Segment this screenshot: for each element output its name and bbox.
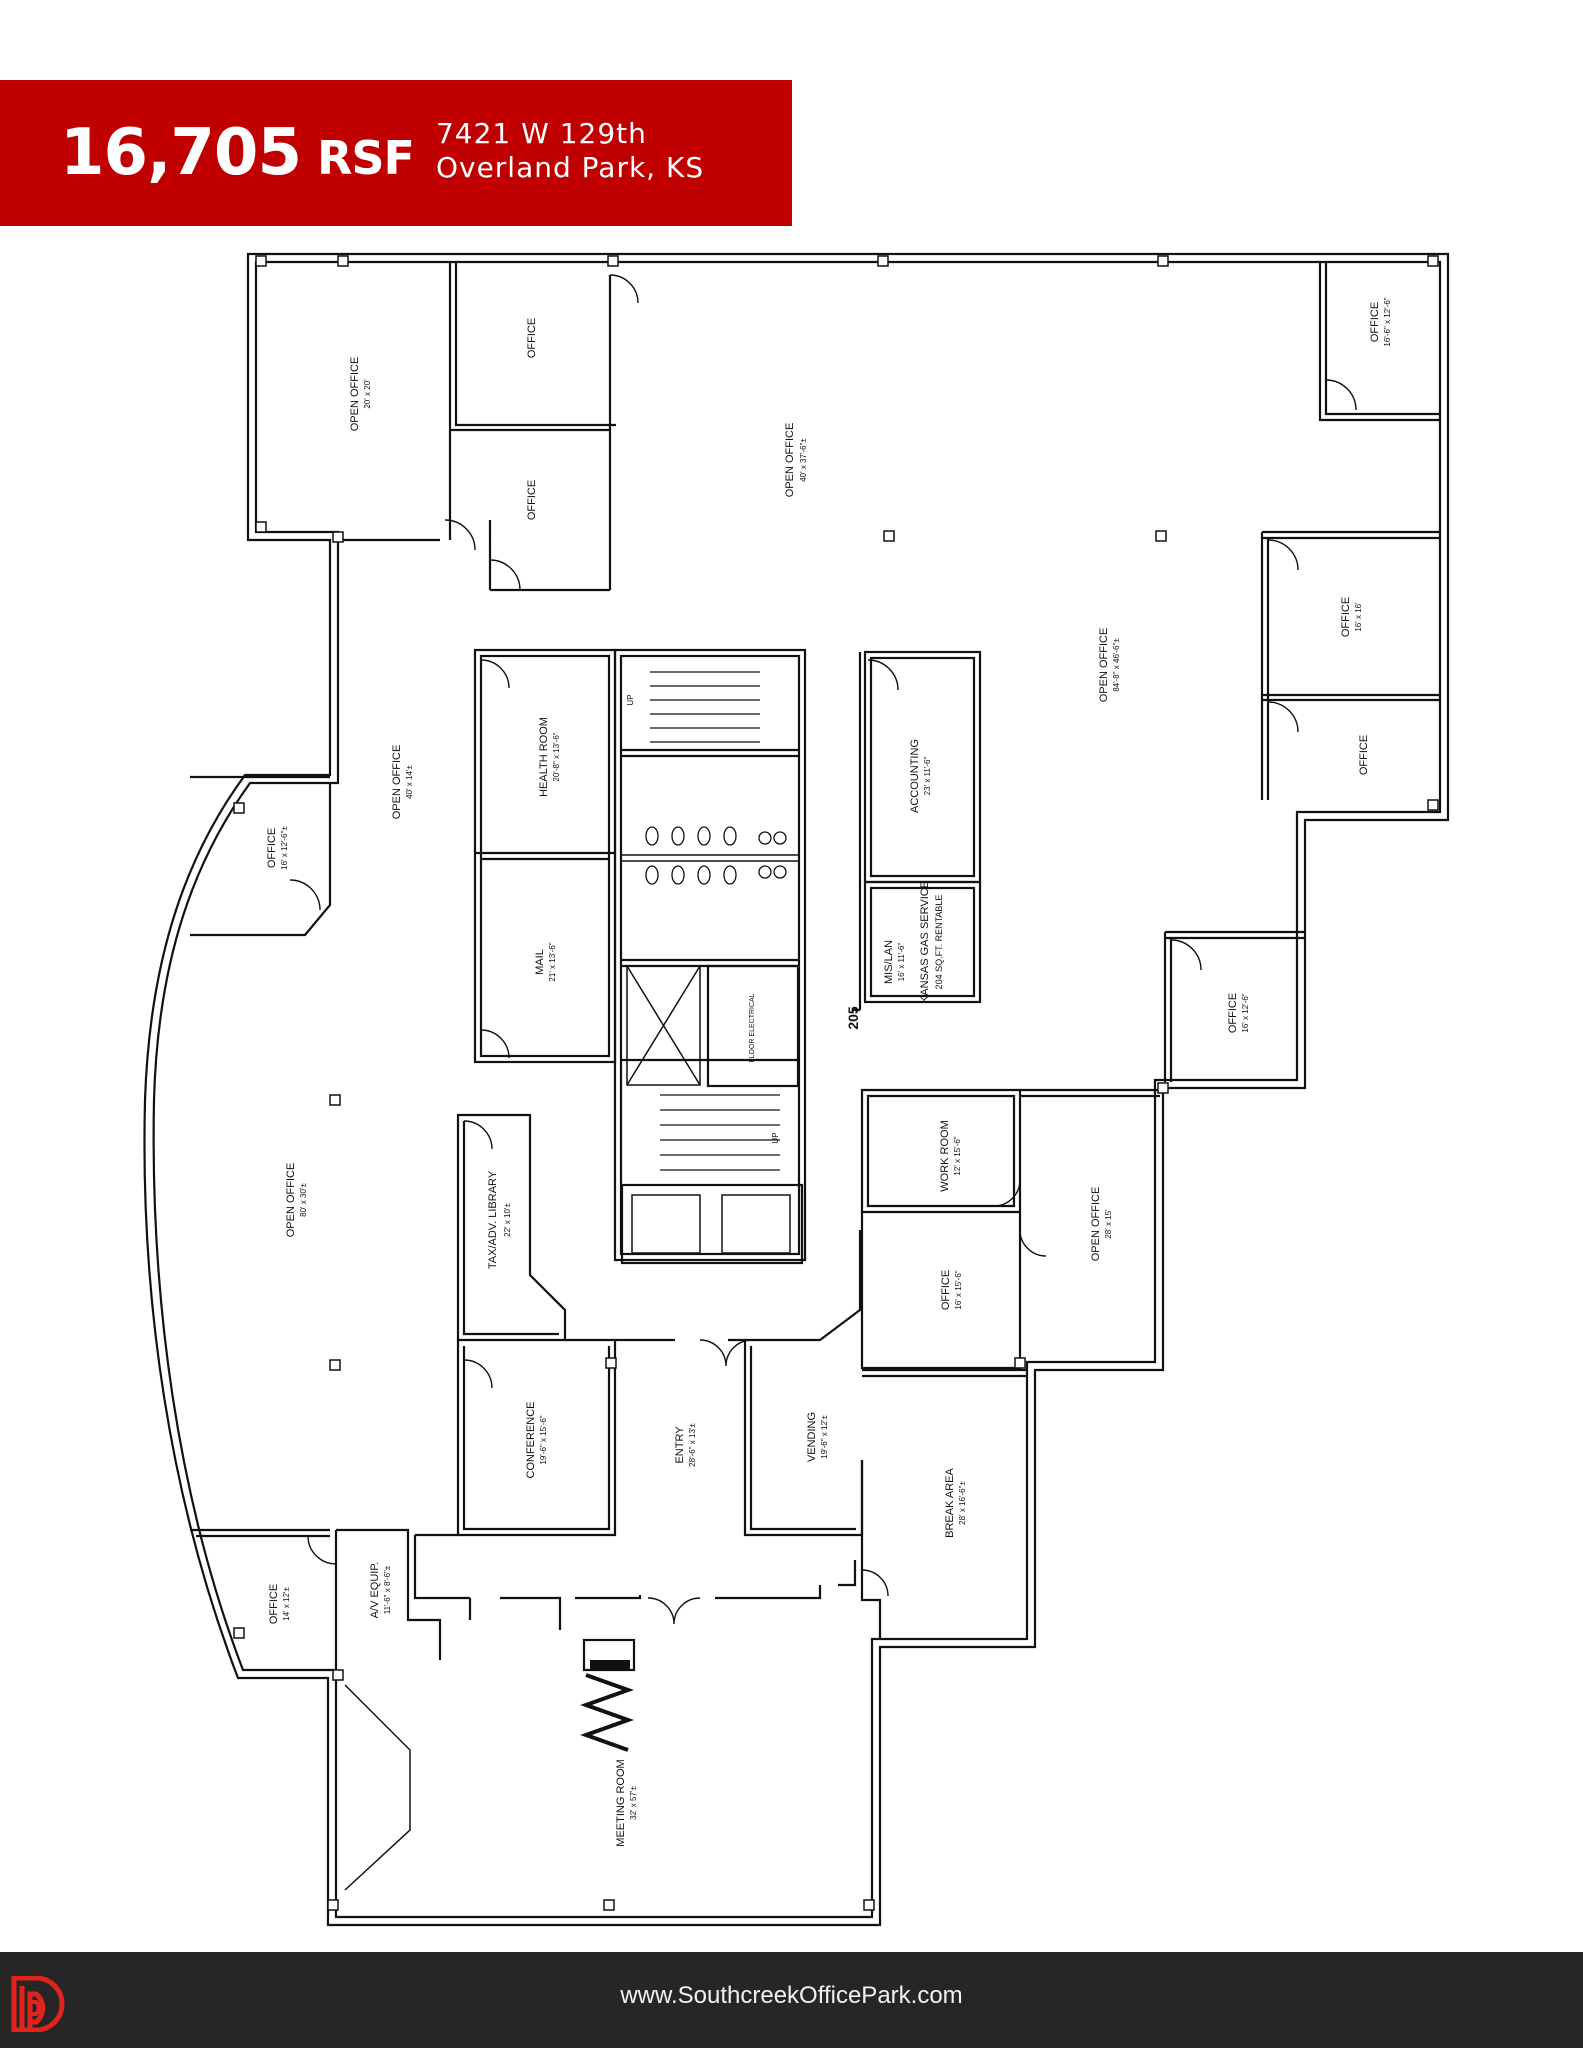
- room-label: OFFICE: [1227, 993, 1239, 1033]
- room-label: WORK ROOM: [939, 1120, 951, 1192]
- room-size: 11'-6" x 8'-6"±: [383, 1565, 392, 1614]
- room-size: 40' x 14'±: [405, 765, 414, 799]
- room-size: 28' x 15': [1104, 1209, 1113, 1239]
- website-link[interactable]: www.SouthcreekOfficePark.com: [620, 1982, 963, 2009]
- room-size: 16' x 11'-6": [897, 943, 906, 982]
- room-label: VENDING: [806, 1412, 818, 1462]
- room-label: CONFERENCE: [525, 1401, 537, 1478]
- room-size: 28' x 16'-6"±: [958, 1481, 967, 1525]
- room-label: OPEN OFFICE: [349, 357, 361, 432]
- room-size: 23' x 11'-6": [923, 757, 932, 796]
- room-label: ENTRY: [674, 1426, 686, 1464]
- room-label: HEALTH ROOM: [538, 717, 550, 797]
- room-label: OPEN OFFICE: [1098, 628, 1110, 703]
- room-size: 32' x 57'±: [629, 1786, 638, 1820]
- room-size: 16' x 15'-6": [954, 1270, 963, 1309]
- room-size: 204 SQ.FT. RENTABLE: [934, 895, 944, 990]
- room-size: 84'-8" x 46'-6"±: [1112, 638, 1121, 692]
- room-label: OFFICE: [1358, 735, 1370, 775]
- area-heading: 16,705 RSF: [60, 116, 415, 190]
- area-unit: RSF: [316, 131, 415, 185]
- room-size: 28'-6" x 13'±: [688, 1423, 697, 1467]
- header-banner: 16,705 RSF 7421 W 129th Overland Park, K…: [0, 80, 792, 226]
- room-size: 14' x 12'±: [282, 1587, 291, 1621]
- room-label: OFFICE: [1369, 302, 1381, 342]
- room-label: OPEN OFFICE: [391, 745, 403, 820]
- address: 7421 W 129th Overland Park, KS: [436, 117, 704, 185]
- room-size: 80' x 30'±: [299, 1183, 308, 1217]
- room-label: OFFICE: [1340, 597, 1352, 637]
- room-label: MEETING ROOM: [615, 1759, 627, 1846]
- floor-plan-drawing: OPEN OFFICE 20' x 20' OFFICE OFFICE OPEN…: [143, 252, 1450, 1927]
- room-size: 16'-6" x 12'-6": [1383, 297, 1392, 346]
- company-logo-icon: [11, 1976, 65, 2032]
- room-size: 22' x 10'±: [503, 1203, 512, 1237]
- room-label: MIS/LAN: [883, 940, 895, 984]
- room-size: 16' x 12'-6": [1241, 993, 1250, 1032]
- stair-up-label: UP: [626, 694, 635, 705]
- room-label: OFFICE: [268, 1584, 280, 1624]
- suite-number: 205: [845, 1006, 861, 1030]
- room-size: 20' x 20': [363, 379, 372, 409]
- room-label: OPEN OFFICE: [285, 1163, 297, 1238]
- address-line-1: 7421 W 129th: [435, 117, 647, 150]
- stair-up-label: UP: [771, 1132, 780, 1143]
- room-label: OFFICE: [940, 1270, 952, 1310]
- room-label: OFFICE: [526, 480, 538, 520]
- room-size: 16' x 16': [1354, 602, 1363, 632]
- room-label: OPEN OFFICE: [784, 423, 796, 498]
- room-size: 12' x 15'-6": [953, 1136, 962, 1175]
- room-size: 19'-6" x 15'-6": [539, 1415, 548, 1464]
- room-label: BREAK AREA: [944, 1467, 956, 1537]
- room-label: OFFICE: [526, 318, 538, 358]
- room-label: FLOOR ELECTRICAL: [749, 993, 756, 1062]
- room-size: 20'-8" x 13'-6": [552, 732, 561, 781]
- room-label: A/V EQUIP.: [369, 1562, 381, 1619]
- footer-bar: www.SouthcreekOfficePark.com: [0, 1952, 1583, 2048]
- room-label: ACCOUNTING: [909, 739, 921, 813]
- area-value: 16,705: [60, 116, 302, 190]
- room-label: OFFICE: [266, 828, 278, 868]
- room-label: KANSAS GAS SERVICE: [919, 881, 931, 1003]
- room-label: TAX/ADV. LIBRARY: [487, 1170, 499, 1269]
- room-size: 40' x 37'-6"±: [799, 438, 808, 482]
- room-size: 19'-6" x 12'±: [820, 1415, 829, 1459]
- room-label: MAIL: [534, 949, 546, 975]
- floor-plan: OPEN OFFICE 20' x 20' OFFICE OFFICE OPEN…: [143, 252, 1450, 1927]
- room-size: 16' x 12'-6"±: [280, 826, 289, 870]
- room-size: 21' x 13'-6": [548, 942, 557, 981]
- address-line-2: Overland Park, KS: [435, 151, 705, 184]
- room-label: OPEN OFFICE: [1090, 1187, 1102, 1262]
